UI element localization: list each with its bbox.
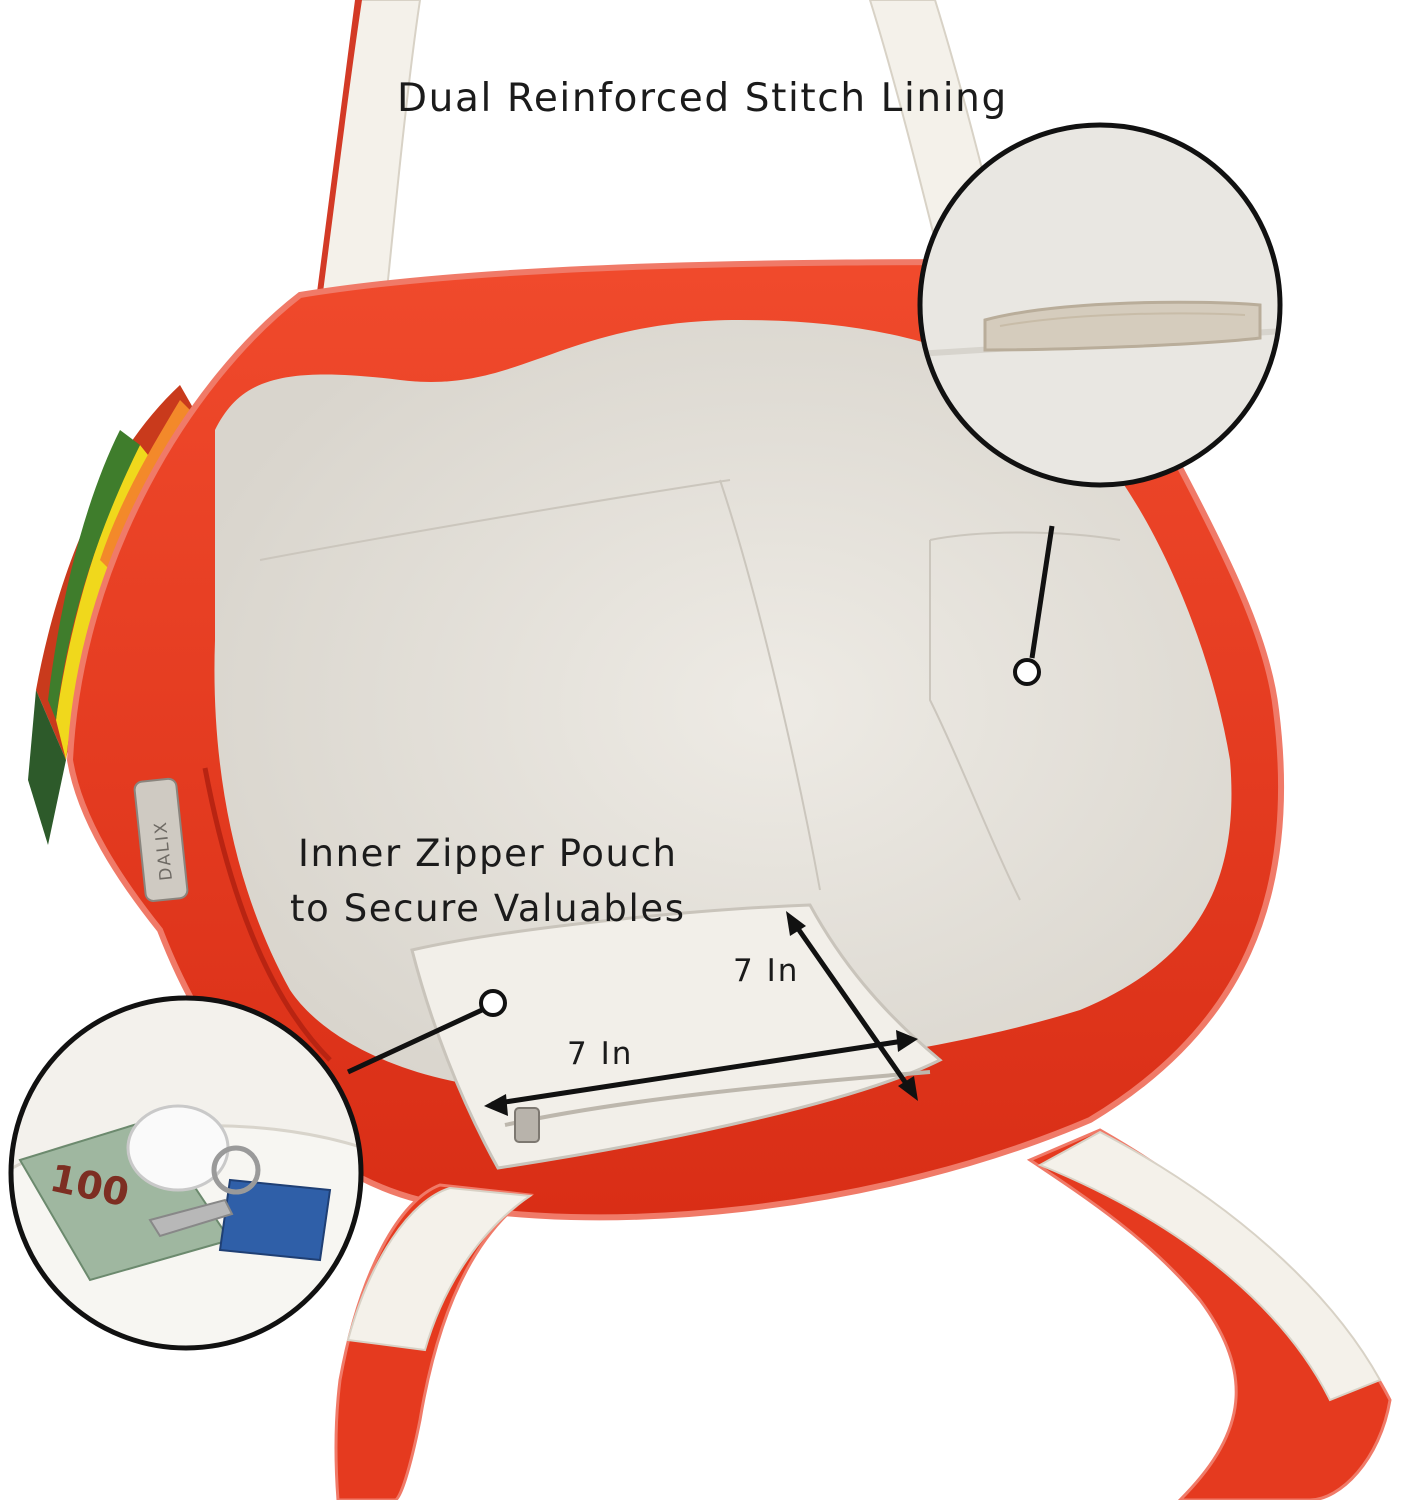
width-dimension-label: 7 In bbox=[567, 1036, 634, 1072]
pouch-callout-dot bbox=[479, 989, 507, 1017]
stitch-detail-callout bbox=[917, 122, 1283, 686]
inner-zipper: DALIX bbox=[133, 767, 332, 1062]
back-strap bbox=[316, 0, 1007, 301]
pouch-caption: Inner Zipper Pouch to Secure Valuables bbox=[290, 826, 686, 936]
bag-interior bbox=[214, 320, 1232, 1091]
inner-pouch bbox=[410, 903, 943, 1170]
dimension-arrows bbox=[484, 911, 918, 1116]
pouch-caption-line-2: to Secure Valuables bbox=[290, 887, 686, 930]
interior-seams bbox=[259, 479, 1121, 901]
pouch-contents-callout: 100 bbox=[8, 995, 484, 1351]
stitch-lining-caption: Dual Reinforced Stitch Lining bbox=[397, 76, 1008, 121]
front-strap bbox=[334, 1128, 1392, 1500]
pouch-caption-line-1: Inner Zipper Pouch bbox=[298, 832, 678, 875]
height-dimension-label: 7 In bbox=[733, 953, 800, 989]
